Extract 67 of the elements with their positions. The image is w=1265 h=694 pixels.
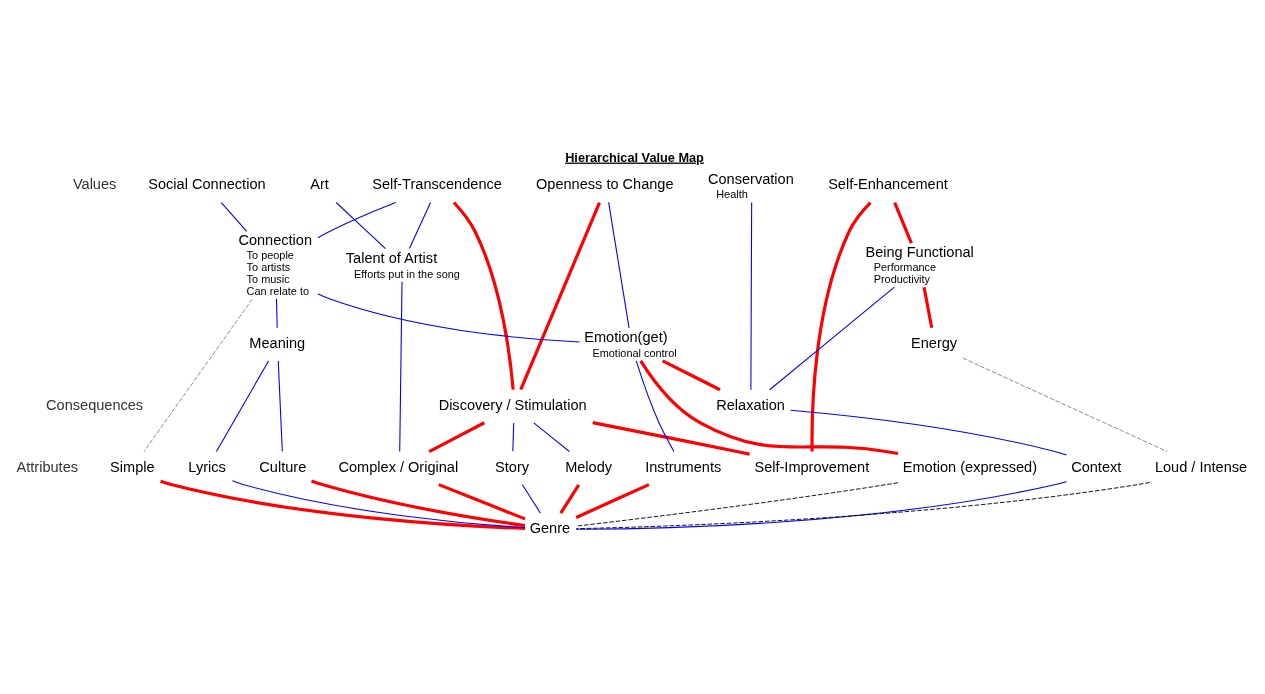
connector [275, 297, 278, 328]
node-text: Story [495, 458, 530, 475]
connector [512, 421, 515, 452]
node-text: Self-Enhancement [828, 175, 948, 192]
node-text: Relaxation [716, 396, 785, 413]
node-text: Lyrics [188, 458, 226, 475]
connector [661, 358, 721, 391]
connector [635, 359, 675, 452]
node-text: Talent of Artist Efforts put in the song [345, 249, 460, 280]
label: Values [72, 175, 117, 192]
node-text: Culture [259, 458, 307, 475]
node-text: Emotion(get) Emotional control [584, 328, 677, 359]
node-text: Conservation Health [708, 170, 794, 200]
connector [399, 280, 403, 452]
connector [519, 201, 601, 390]
node-text: Genre [529, 519, 571, 536]
node-text: Openness to Change [536, 175, 674, 192]
node-text: Complex / Original [338, 458, 459, 475]
node-text: Melody [565, 458, 613, 475]
connector [143, 298, 253, 452]
connector [962, 357, 1168, 452]
connector [452, 200, 515, 390]
diagram-title: Hierarchical Value Map [565, 149, 704, 165]
connector [608, 201, 630, 328]
node-text: Meaning [249, 334, 306, 351]
node-text: Social Connection [148, 175, 266, 192]
connector [428, 420, 486, 453]
connector [750, 201, 753, 390]
node-text: Connection To people To artists To music Can relate to [238, 231, 313, 297]
node-text: Being Functional Performance Productivity [865, 243, 974, 285]
connector [592, 420, 750, 456]
connector [769, 286, 895, 390]
connector [810, 200, 872, 451]
connector [575, 481, 1151, 529]
connector [408, 201, 432, 249]
connector [160, 479, 526, 530]
connector [220, 201, 248, 232]
node-text: Simple [110, 458, 155, 475]
node-text: Energy [910, 334, 958, 351]
connector [317, 292, 581, 343]
node-text: Instruments [645, 458, 722, 475]
connector [559, 483, 581, 514]
node-text: Self-Transcendence [372, 175, 502, 192]
connector [310, 478, 526, 527]
label: Attributes [16, 458, 79, 475]
connector [438, 482, 526, 520]
node-text: Art [310, 175, 329, 192]
node-text: Emotion (expressed) [902, 458, 1038, 475]
connector [575, 482, 650, 519]
label: Consequences [46, 396, 144, 413]
connector [521, 483, 542, 514]
connector [922, 286, 934, 328]
node-text: Loud / Intense [1154, 458, 1248, 475]
node-text: Context [1071, 458, 1122, 475]
connector [893, 201, 913, 244]
connector [277, 359, 283, 452]
connector [231, 479, 526, 528]
node-text: Discovery / Stimulation [438, 396, 587, 413]
connector [575, 480, 1068, 530]
connector [335, 201, 387, 249]
connector [790, 409, 1068, 455]
connector [639, 359, 899, 455]
connector [575, 481, 899, 527]
connector [317, 201, 397, 238]
connector [533, 421, 570, 452]
connector [215, 359, 270, 452]
node-text: Self-Improvement [754, 458, 870, 475]
